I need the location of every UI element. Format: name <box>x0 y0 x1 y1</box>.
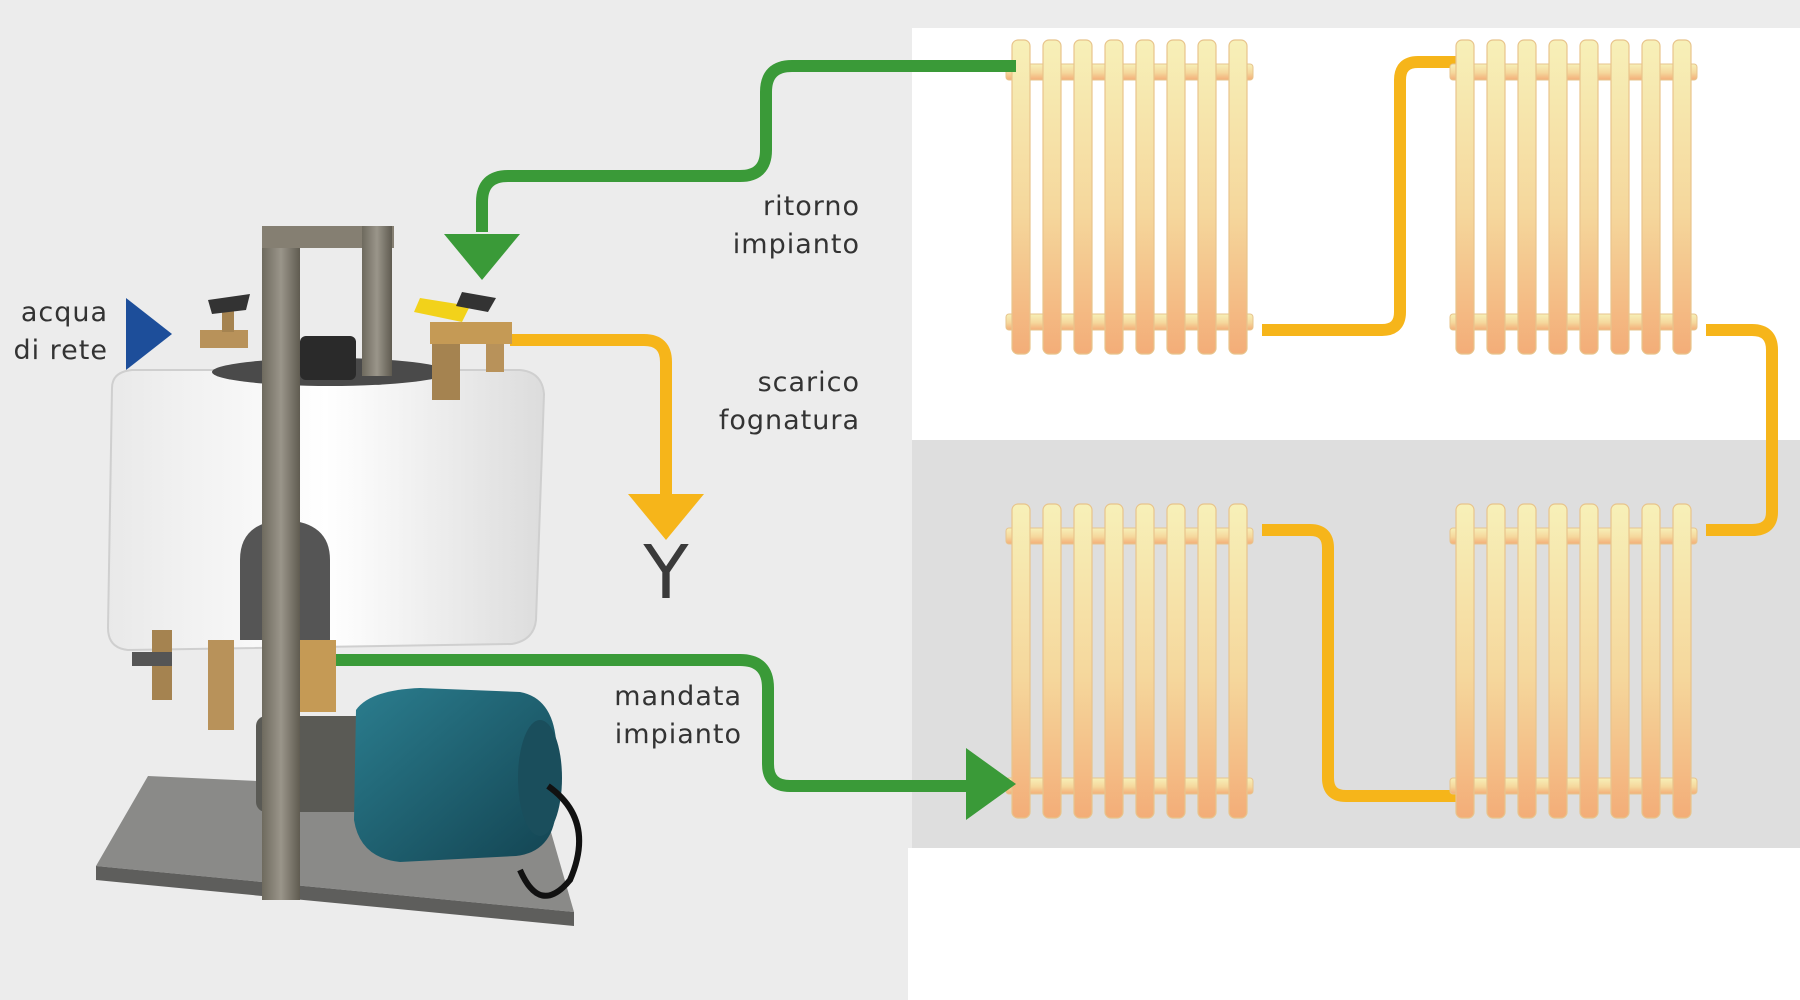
label-line: fognatura <box>718 405 860 436</box>
label-line: impianto <box>614 719 742 750</box>
drain-symbol: Y <box>642 530 689 616</box>
label-scarico-fognatura: scarico fognatura <box>680 364 860 440</box>
label-line: di rete <box>13 335 108 366</box>
radiator-icon <box>1005 503 1254 819</box>
label-acqua-di-rete: acqua di rete <box>0 294 108 370</box>
inlet-arrow-icon <box>126 298 172 370</box>
radiator-link-pipe <box>1706 324 1778 536</box>
supply-arrow-icon <box>966 748 1016 820</box>
radiator-link-pipe <box>1262 524 1470 802</box>
radiator-icon <box>1449 503 1698 819</box>
label-line: ritorno <box>763 191 860 222</box>
return-pipe <box>476 60 1016 232</box>
label-line: scarico <box>757 367 860 398</box>
label-line: impianto <box>732 229 860 260</box>
return-arrow-icon <box>444 234 520 280</box>
radiator-link-pipe <box>1262 56 1470 336</box>
label-line: acqua <box>20 297 108 328</box>
pump-motor-icon <box>354 688 556 862</box>
label-mandata-impianto: mandata impianto <box>560 678 742 754</box>
frame-post-icon <box>262 232 300 900</box>
tank-icon <box>106 369 546 652</box>
pump-tank-unit <box>96 226 583 926</box>
label-ritorno-impianto: ritorno impianto <box>680 188 860 264</box>
drain-arrow-icon <box>628 494 704 540</box>
drain-pipe <box>510 334 672 494</box>
radiator-icon <box>1449 39 1698 355</box>
supply-pipe <box>300 654 972 792</box>
radiator-group <box>1005 39 1698 819</box>
background-foot-panel <box>908 848 1800 1000</box>
label-line: mandata <box>614 681 742 712</box>
radiator-icon <box>1005 39 1254 355</box>
